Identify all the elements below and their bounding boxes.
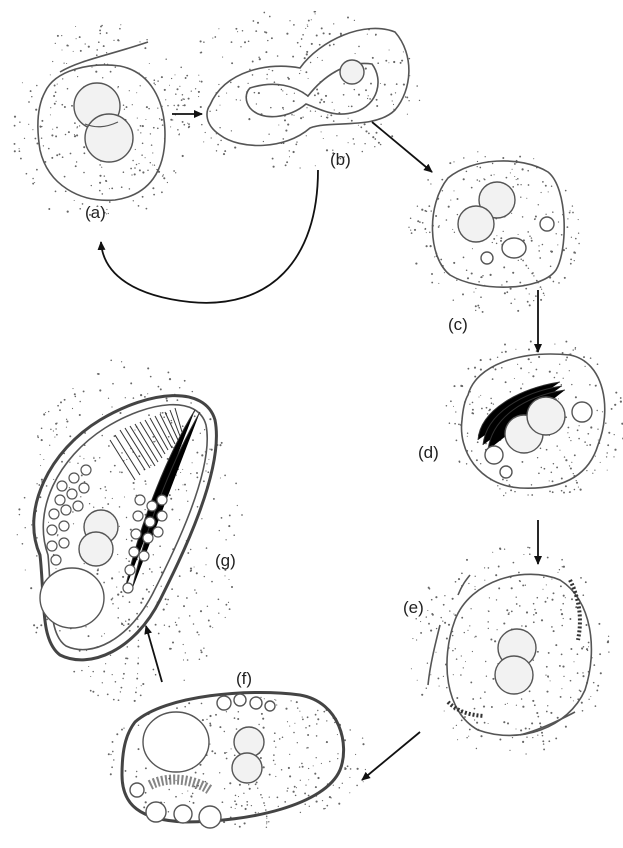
- stage-e-nucleus-bottom: [495, 656, 533, 694]
- label-stage-a: (a): [85, 203, 106, 222]
- stage-c-vacuole-small: [481, 252, 493, 264]
- stage-g-vacuole: [40, 568, 104, 628]
- stage-f-vacuole-large: [143, 712, 209, 772]
- stage-b-nucleus: [340, 60, 364, 84]
- stage-b-stipple: [169, 11, 420, 169]
- stage-b-cell: [169, 11, 420, 169]
- stage-d-vacuole-bottom: [485, 446, 503, 464]
- stage-a-nucleus-bottom: [85, 114, 133, 162]
- stage-c-cell: [408, 151, 580, 313]
- stage-f-cell: [108, 692, 366, 828]
- stage-d-vacuole-small: [500, 466, 512, 478]
- stage-c-stipple: [408, 151, 580, 313]
- label-stage-f: (f): [236, 669, 252, 688]
- stage-c-nucleus-bottom: [458, 206, 494, 242]
- stage-e-cell: [411, 547, 610, 755]
- stage-d-vacuole-right: [572, 402, 592, 422]
- arrow-b-to-c: [372, 122, 432, 172]
- arrow-f-to-g: [146, 626, 162, 682]
- stage-g-cell: [17, 359, 243, 702]
- stage-d-nucleus-right: [527, 397, 565, 435]
- label-stage-b: (b): [330, 150, 351, 169]
- label-stage-g: (g): [215, 551, 236, 570]
- stage-a-cell: [14, 24, 190, 216]
- stage-c-vacuole-right: [540, 217, 554, 231]
- label-stage-d: (d): [418, 443, 439, 462]
- stage-c-vacuole-large: [502, 238, 526, 258]
- stage-d-cell: [446, 341, 623, 497]
- arrow-e-to-f: [362, 732, 420, 780]
- arrow-b-to-a: [101, 170, 318, 303]
- stage-g-nucleus-bottom: [79, 532, 113, 566]
- stage-f-nucleus-bottom: [232, 753, 262, 783]
- label-stage-c: (c): [448, 315, 468, 334]
- label-stage-e: (e): [403, 598, 424, 617]
